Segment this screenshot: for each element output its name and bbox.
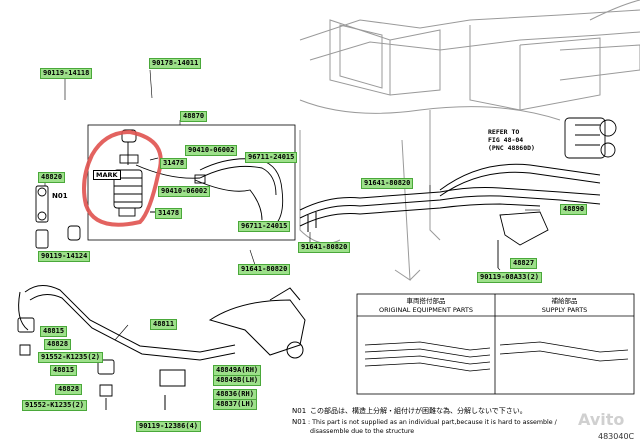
part-label-31478-upper[interactable]: 31478: [160, 158, 188, 169]
part-label-48837-lh[interactable]: 48837(LH): [213, 399, 257, 410]
part-label-96711-24015-lower[interactable]: 96711-24015: [238, 221, 291, 232]
footnote-line-2: : This part is not supplied as an indivi…: [308, 419, 557, 426]
part-label-48890[interactable]: 48890: [560, 204, 588, 215]
legend-original-jp: 車両搭付部品: [406, 297, 446, 305]
part-label-91552-k1235-lower[interactable]: 91552-K1235(2): [22, 400, 88, 411]
part-label-48870[interactable]: 48870: [180, 111, 208, 122]
figure-code: 483040C: [598, 432, 635, 441]
part-label-90410-06002-lower[interactable]: 90410-06002: [158, 186, 211, 197]
bushings: [17, 317, 115, 410]
part-label-48828-upper[interactable]: 48828: [44, 339, 72, 350]
part-label-48849b-lh[interactable]: 48849B(LH): [213, 375, 262, 386]
part-label-48811[interactable]: 48811: [150, 319, 178, 330]
part-label-91641-80820-right[interactable]: 91641-80820: [361, 178, 414, 189]
legend-supply-jp: 補給部品: [551, 297, 578, 305]
part-label-90119-14124[interactable]: 90119-14124: [38, 251, 91, 262]
n01-callout: N01: [52, 192, 68, 200]
part-label-31478-lower[interactable]: 31478: [155, 208, 183, 219]
main-hoses: [299, 163, 601, 232]
lower-arm: [159, 287, 306, 410]
part-label-90119-12386[interactable]: 90119-12386(4): [136, 421, 202, 432]
footnote-line-1: この部品は、構造上分解・組付けが困難な為、分解しないで下さい。: [310, 407, 527, 415]
part-label-48820[interactable]: 48820: [38, 172, 66, 183]
part-label-90119-14118[interactable]: 90119-14118: [40, 68, 93, 79]
part-label-48815-upper[interactable]: 48815: [40, 326, 68, 337]
footnote-line-3: disassemble due to the structure: [310, 428, 415, 435]
part-label-48815-lower[interactable]: 48815: [50, 365, 78, 376]
part-label-91641-80820-center[interactable]: 91641-80820: [298, 242, 351, 253]
part-label-90178-14011[interactable]: 90178-14011: [149, 58, 202, 69]
actuator-drawing: [113, 129, 201, 217]
pump-drawing: [564, 117, 617, 159]
footnote-marker-1: N01: [292, 407, 307, 415]
watermark: Avito: [578, 410, 625, 429]
refer-note: REFER TO FIG 48-04 (PNC 48860D): [488, 128, 535, 152]
stabilizer-bar: [18, 285, 236, 361]
part-label-48827[interactable]: 48827: [510, 258, 538, 269]
hoses-box: [194, 158, 284, 226]
legend-supply-en: SUPPLY PARTS: [541, 306, 588, 314]
part-label-48828-lower[interactable]: 48828: [55, 384, 83, 395]
mark-callout: MARK: [93, 170, 121, 180]
legend-original-en: ORIGINAL EQUIPMENT PARTS: [378, 306, 474, 314]
detail-box: [87, 124, 296, 241]
footnote-marker-2: N01: [292, 418, 307, 426]
legend-box: [356, 293, 635, 395]
part-label-96711-24015-upper[interactable]: 96711-24015: [245, 152, 298, 163]
part-label-91552-k1235-upper[interactable]: 91552-K1235(2): [38, 352, 104, 363]
part-label-90119-08a33[interactable]: 90119-08A33(2): [477, 272, 543, 283]
bracket-drawing: [499, 211, 549, 246]
part-label-90410-06002-upper[interactable]: 90410-06002: [185, 145, 238, 156]
stabilizer-link: [35, 185, 81, 249]
vehicle-body: [299, 0, 640, 281]
part-label-91641-80820-left[interactable]: 91641-80820: [238, 264, 291, 275]
